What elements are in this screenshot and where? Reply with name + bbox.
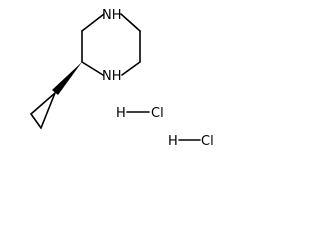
bond-c5-n4: [121, 61, 141, 76]
hcl-salt-2: H Cl: [168, 134, 214, 149]
chlorine-label-1: Cl: [151, 106, 164, 121]
wedge-bond: [52, 62, 82, 95]
atom-label-n1: NH: [102, 8, 122, 23]
chemical-structure: NH NH H Cl H Cl: [30, 8, 214, 149]
bond-n1-c6: [120, 13, 141, 32]
bond-n4-c3: [81, 61, 104, 76]
bond-n1-c2: [81, 13, 105, 32]
bond-cp-b: [30, 92, 56, 115]
hcl-salt-1: H Cl: [116, 106, 164, 121]
chlorine-label-2: Cl: [201, 134, 214, 149]
hydrogen-label-2: H: [168, 134, 178, 149]
bond-cp-c: [30, 113, 42, 129]
hydrogen-label-1: H: [116, 106, 126, 121]
piperazine-ring: [81, 13, 141, 76]
bond-cp-a: [40, 92, 56, 129]
cyclopropyl-ring: [30, 92, 56, 129]
atom-label-n4: NH: [102, 69, 122, 84]
